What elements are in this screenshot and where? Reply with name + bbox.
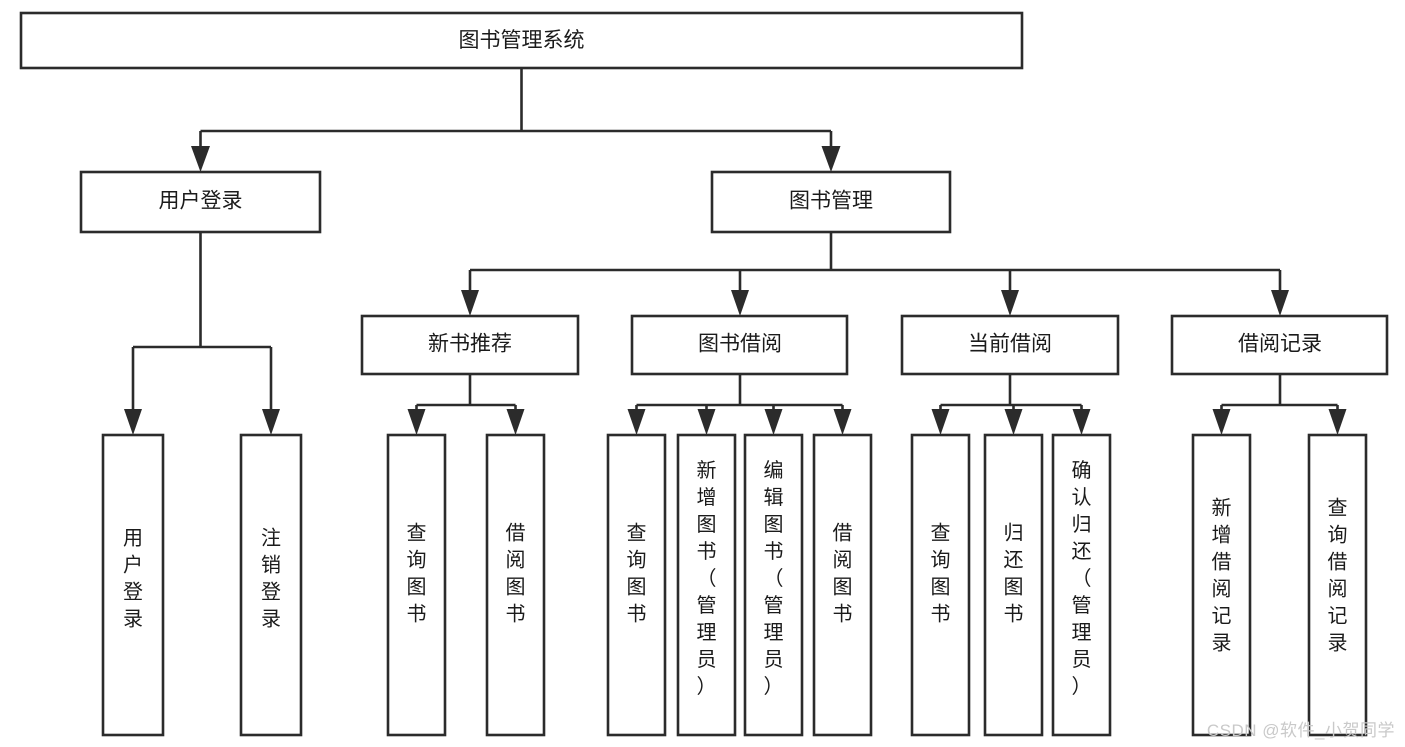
- node-leaf-bb-add-box[interactable]: [676, 433, 737, 737]
- arrow-head-borrow-record: [1271, 290, 1289, 316]
- node-new-book-rec[interactable]: 新书推荐: [360, 314, 580, 376]
- arrow-head-book-borrow: [731, 290, 749, 316]
- node-book-manage-box[interactable]: [710, 170, 952, 234]
- node-leaf-user-logout-box[interactable]: [239, 433, 303, 737]
- arrow-head-leaf-bb-borrow: [833, 409, 852, 435]
- node-leaf-rec-query-box[interactable]: [386, 433, 447, 737]
- node-leaf-bb-borrow-box[interactable]: [812, 433, 873, 737]
- node-leaf-cb-return[interactable]: 归还图书: [983, 433, 1044, 737]
- node-user-login[interactable]: 用户登录: [79, 170, 322, 234]
- node-leaf-cb-confirm[interactable]: 确认归还（管理员）: [1051, 433, 1112, 737]
- arrow-head-book-manage: [821, 146, 841, 172]
- node-leaf-user-login-label: 用户登录: [123, 528, 143, 631]
- node-leaf-user-logout-label: 注销登录: [261, 527, 281, 631]
- arrow-head-leaf-rec-borrow: [506, 409, 525, 435]
- node-leaf-bb-edit-label: 编辑图书（管理员）: [764, 459, 784, 698]
- node-borrow-record[interactable]: 借阅记录: [1170, 314, 1389, 376]
- node-book-borrow-label: 图书借阅: [698, 333, 782, 356]
- node-user-login-box[interactable]: [79, 170, 322, 234]
- node-leaf-bb-query[interactable]: 查询图书: [606, 433, 667, 737]
- node-layer: 图书管理系统 用户登录 图书管理 新书推荐 图书借阅: [19, 11, 1389, 737]
- arrow-head-leaf-bb-add: [697, 409, 716, 435]
- node-leaf-cb-query-label: 查询图书: [931, 522, 951, 626]
- node-leaf-cb-query-box[interactable]: [910, 433, 971, 737]
- node-user-login-label: 用户登录: [159, 190, 243, 213]
- arrow-head-leaf-bb-query: [627, 409, 646, 435]
- node-leaf-br-add-box[interactable]: [1191, 433, 1252, 737]
- node-book-manage[interactable]: 图书管理: [710, 170, 952, 234]
- arrow-head-leaf-cb-confirm: [1072, 409, 1091, 435]
- node-leaf-br-query[interactable]: 查询借阅记录: [1307, 433, 1368, 737]
- node-borrow-record-box[interactable]: [1170, 314, 1389, 376]
- node-book-borrow-box[interactable]: [630, 314, 849, 376]
- node-root-label: 图书管理系统: [459, 29, 585, 52]
- node-leaf-br-add-label: 新增借阅记录: [1212, 497, 1232, 655]
- node-leaf-br-add[interactable]: 新增借阅记录: [1191, 433, 1252, 737]
- node-leaf-br-query-box[interactable]: [1307, 433, 1368, 737]
- node-leaf-user-login[interactable]: 用户登录: [101, 433, 165, 737]
- arrow-head-leaf-user-login: [124, 409, 142, 435]
- arrow-head-user-login: [191, 146, 210, 172]
- node-leaf-cb-confirm-label: 确认归还（管理员）: [1072, 459, 1092, 698]
- arrow-head-leaf-rec-query: [407, 409, 426, 435]
- node-root-box[interactable]: [19, 11, 1024, 70]
- node-leaf-user-logout[interactable]: 注销登录: [239, 433, 303, 737]
- node-book-borrow[interactable]: 图书借阅: [630, 314, 849, 376]
- node-leaf-bb-edit[interactable]: 编辑图书（管理员）: [743, 433, 804, 737]
- node-leaf-rec-borrow-label: 借阅图书: [506, 522, 526, 626]
- node-leaf-cb-query[interactable]: 查询图书: [910, 433, 971, 737]
- node-new-book-rec-label: 新书推荐: [428, 333, 512, 356]
- node-leaf-bb-add[interactable]: 新增图书（管理员）: [676, 433, 737, 737]
- node-root[interactable]: 图书管理系统: [19, 11, 1024, 70]
- node-leaf-bb-query-box[interactable]: [606, 433, 667, 737]
- node-leaf-rec-query-label: 查询图书: [407, 522, 427, 626]
- arrow-head-leaf-cb-return: [1004, 409, 1023, 435]
- arrow-head-new-book-rec: [461, 290, 479, 316]
- node-borrow-record-label: 借阅记录: [1238, 333, 1322, 356]
- node-new-book-rec-box[interactable]: [360, 314, 580, 376]
- node-leaf-user-login-box[interactable]: [101, 433, 165, 737]
- node-leaf-rec-borrow-box[interactable]: [485, 433, 546, 737]
- node-current-borrow-box[interactable]: [900, 314, 1120, 376]
- arrow-head-leaf-bb-edit: [764, 409, 783, 435]
- arrow-head-leaf-br-add: [1212, 409, 1231, 435]
- node-current-borrow[interactable]: 当前借阅: [900, 314, 1120, 376]
- arrow-head-leaf-user-logout: [262, 409, 280, 435]
- node-leaf-cb-return-box[interactable]: [983, 433, 1044, 737]
- node-leaf-br-query-label: 查询借阅记录: [1328, 497, 1348, 655]
- node-leaf-cb-return-label: 归还图书: [1004, 522, 1024, 626]
- node-leaf-rec-query[interactable]: 查询图书: [386, 433, 447, 737]
- node-leaf-bb-query-label: 查询图书: [627, 522, 647, 626]
- node-leaf-bb-borrow-label: 借阅图书: [833, 522, 853, 626]
- arrow-head-current-borrow: [1001, 290, 1019, 316]
- node-current-borrow-label: 当前借阅: [968, 333, 1052, 356]
- node-book-manage-label: 图书管理: [789, 190, 873, 213]
- node-leaf-bb-borrow[interactable]: 借阅图书: [812, 433, 873, 737]
- arrow-head-leaf-cb-query: [931, 409, 950, 435]
- node-leaf-rec-borrow[interactable]: 借阅图书: [485, 433, 546, 737]
- arrow-head-leaf-br-query: [1328, 409, 1347, 435]
- node-leaf-bb-edit-box[interactable]: [743, 433, 804, 737]
- node-leaf-bb-add-label: 新增图书（管理员）: [697, 459, 717, 698]
- node-leaf-cb-confirm-box[interactable]: [1051, 433, 1112, 737]
- connector-layer: [124, 68, 1347, 435]
